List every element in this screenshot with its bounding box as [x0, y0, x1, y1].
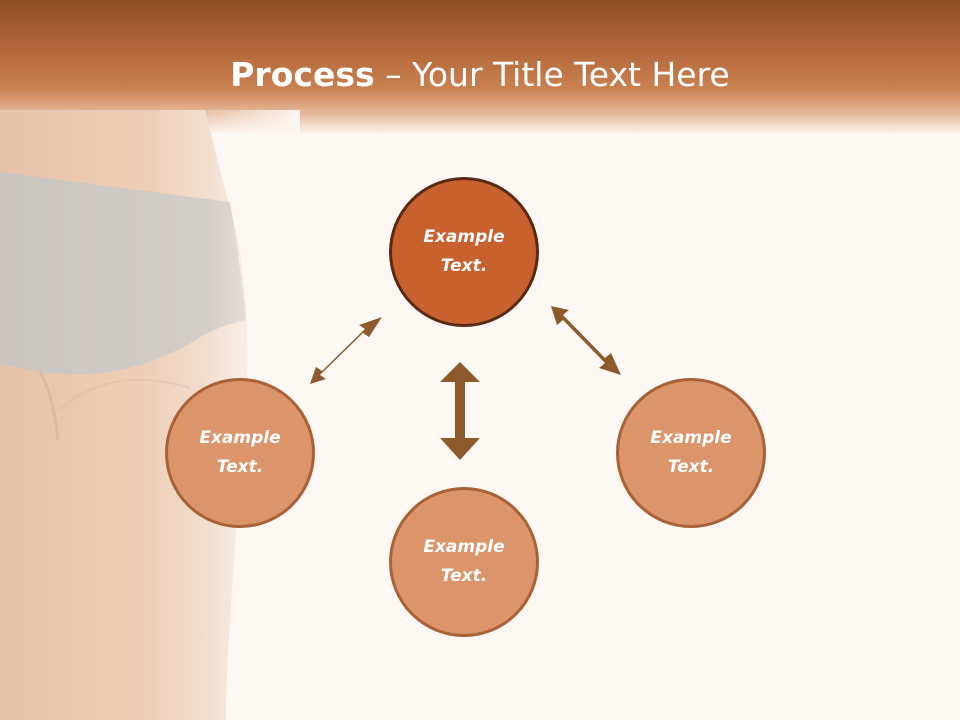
- process-node-left: Example Text.: [165, 378, 315, 528]
- node-bottom-line2: Text.: [440, 566, 488, 586]
- process-node-right: Example Text.: [616, 378, 766, 528]
- process-node-bottom: Example Text.: [389, 487, 539, 637]
- double-arrow-right-icon: [551, 306, 621, 375]
- node-left-line2: Text.: [216, 457, 264, 477]
- double-arrow-left-icon: [310, 317, 382, 384]
- title-rest-part: – Your Title Text Here: [374, 55, 730, 94]
- node-top-line1: Example: [423, 227, 505, 247]
- slide-title: Process – Your Title Text Here: [0, 52, 960, 98]
- double-arrow-vertical-icon: [440, 362, 480, 460]
- node-right-line1: Example: [650, 428, 732, 448]
- background-photo: [0, 110, 300, 720]
- node-top-line2: Text.: [440, 256, 488, 276]
- title-bold-part: Process: [230, 55, 375, 94]
- process-node-top: Example Text.: [389, 177, 539, 327]
- node-left-line1: Example: [199, 428, 281, 448]
- node-right-line2: Text.: [667, 457, 715, 477]
- node-bottom-line1: Example: [423, 537, 505, 557]
